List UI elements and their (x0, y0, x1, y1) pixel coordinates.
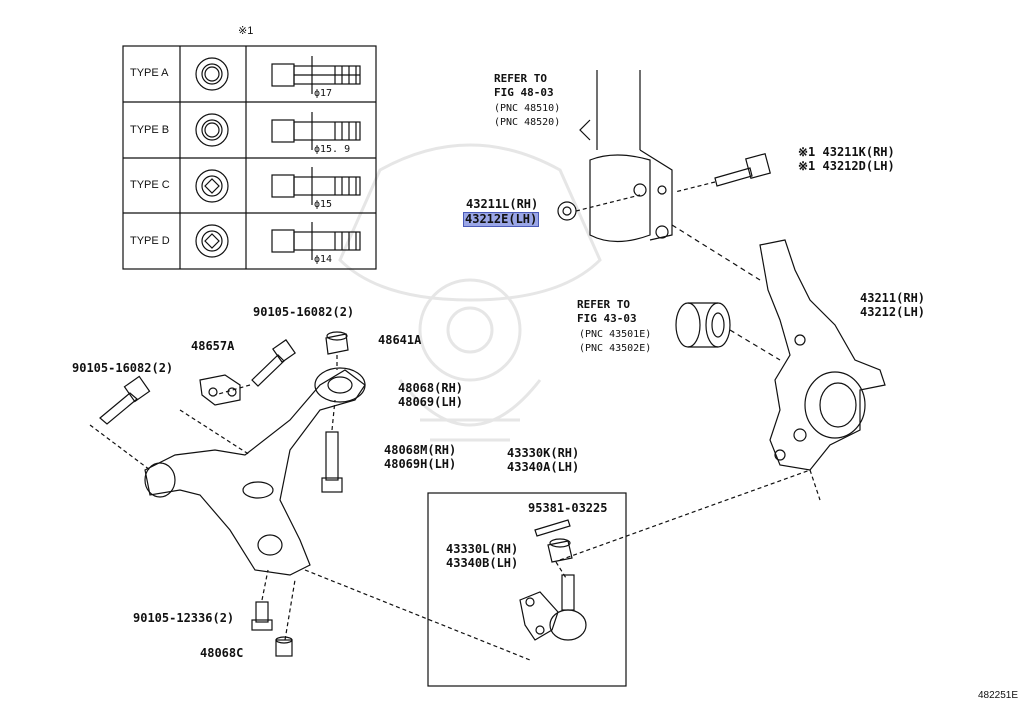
cotter-pin-icon (534, 519, 571, 537)
part-43212e-highlighted[interactable]: 43212E(LH) (463, 212, 540, 227)
lower-arm (144, 367, 366, 576)
part-43330l[interactable]: 43330L(RH) (446, 542, 519, 556)
nut-48068c-icon (275, 636, 293, 657)
type-a-label: TYPE A (130, 67, 169, 79)
ball-joint (519, 574, 587, 641)
hub-bearing (675, 302, 731, 348)
type-c-label: TYPE C (130, 179, 170, 191)
table-nut-b-icon (195, 113, 229, 147)
watermark-logo (338, 143, 602, 442)
nut-43211l-icon (557, 201, 577, 221)
bolt-90105-16082-left-icon (99, 375, 151, 425)
part-43212d[interactable]: ※1 43212D(LH) (798, 159, 895, 173)
bolt-90105-16082-upper-icon (251, 339, 296, 387)
ball-joint-box (427, 492, 627, 687)
nut-48641a-icon (325, 331, 349, 355)
type-d-dia: ϕ14 (314, 254, 333, 265)
strut-assembly (579, 70, 673, 243)
type-b-dia: ϕ15. 9 (314, 144, 351, 155)
bolt-43211k-icon (714, 153, 771, 187)
table-nut-a-icon (195, 57, 229, 91)
part-48069h[interactable]: 48069H(LH) (384, 457, 457, 471)
part-90105-16082-b[interactable]: 90105-16082(2) (72, 361, 174, 375)
part-43330k[interactable]: 43330K(RH) (507, 446, 580, 460)
part-48068[interactable]: 48068(RH) (398, 381, 464, 395)
type-c-dia: ϕ15 (314, 199, 333, 210)
ref-bearing-line4: (PNC 43502E) (579, 343, 652, 354)
part-43340a[interactable]: 43340A(LH) (507, 460, 580, 474)
part-90105-12336[interactable]: 90105-12336(2) (133, 611, 235, 625)
bolt-48068m-icon (321, 431, 343, 493)
ref-strut-line3: (PNC 48510) (494, 103, 561, 114)
ref-bearing-line2[interactable]: FIG 43-03 (577, 312, 637, 325)
steering-knuckle (759, 239, 886, 471)
bolt-90105-12336-icon (251, 601, 273, 631)
type-d-label: TYPE D (130, 235, 170, 247)
table-bolt-icons (271, 56, 361, 260)
part-48641a[interactable]: 48641A (378, 333, 422, 347)
part-90105-16082-a[interactable]: 90105-16082(2) (253, 305, 355, 319)
ref-bearing-line3: (PNC 43501E) (579, 329, 652, 340)
type-table (122, 45, 377, 270)
part-48069[interactable]: 48069(LH) (398, 395, 464, 409)
part-48068c[interactable]: 48068C (200, 646, 244, 660)
ref-strut-line4: (PNC 48520) (494, 117, 561, 128)
part-43211l[interactable]: 43211L(RH) (466, 197, 539, 211)
type-a-dia: ϕ17 (314, 88, 333, 99)
part-48068m[interactable]: 48068M(RH) (384, 443, 457, 457)
type-b-label: TYPE B (130, 124, 170, 136)
table-nut-c-icon (195, 169, 229, 203)
castle-nut-icon (547, 538, 573, 563)
ref-bearing-line1: REFER TO (577, 298, 630, 311)
part-43211[interactable]: 43211(RH) (860, 291, 926, 305)
part-43340b[interactable]: 43340B(LH) (446, 556, 519, 570)
diagram-code: 482251E (977, 690, 1018, 701)
part-48657a[interactable]: 48657A (191, 339, 235, 353)
ref-strut-line2[interactable]: FIG 48-03 (494, 86, 554, 99)
part-95381[interactable]: 95381-03225 (528, 501, 608, 515)
table-nut-d-icon (195, 224, 229, 258)
part-43211k[interactable]: ※1 43211K(RH) (798, 145, 895, 159)
ref-strut-line1: REFER TO (494, 72, 547, 85)
note-mark: ※1 (238, 25, 254, 37)
bracket-48657a (199, 374, 241, 406)
part-43212[interactable]: 43212(LH) (860, 305, 926, 319)
